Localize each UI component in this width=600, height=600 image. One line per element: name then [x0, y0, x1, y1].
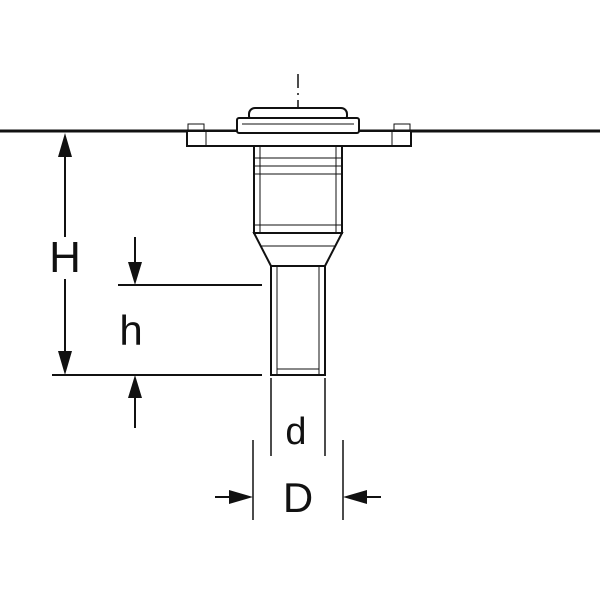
socket-body: [253, 145, 343, 234]
dimension-h: h: [119, 237, 143, 428]
arrow-left-icon: [343, 490, 367, 504]
label-D: D: [283, 474, 313, 521]
socket-outline: [253, 145, 343, 234]
spigot-pipe: [270, 265, 326, 376]
reducer-cone: [252, 232, 344, 267]
flange-clamp-right: [393, 123, 411, 132]
reducer: [252, 232, 344, 267]
arrow-down-icon: [58, 351, 72, 375]
arrow-up-icon: [128, 375, 142, 398]
arrow-down-icon: [128, 262, 142, 285]
dimension-d: d: [270, 378, 326, 456]
spigot-outline: [270, 265, 326, 376]
cover-collar: [236, 117, 360, 134]
dimension-H: H: [49, 133, 81, 375]
arrow-up-icon: [58, 133, 72, 157]
flange-clamp-left: [187, 123, 205, 132]
arrow-right-icon: [229, 490, 253, 504]
cover: [236, 107, 360, 134]
label-H: H: [49, 233, 81, 282]
dimension-D: D: [215, 440, 381, 521]
label-h: h: [119, 307, 142, 354]
label-d: d: [285, 411, 306, 453]
reference-lines: [52, 284, 262, 376]
